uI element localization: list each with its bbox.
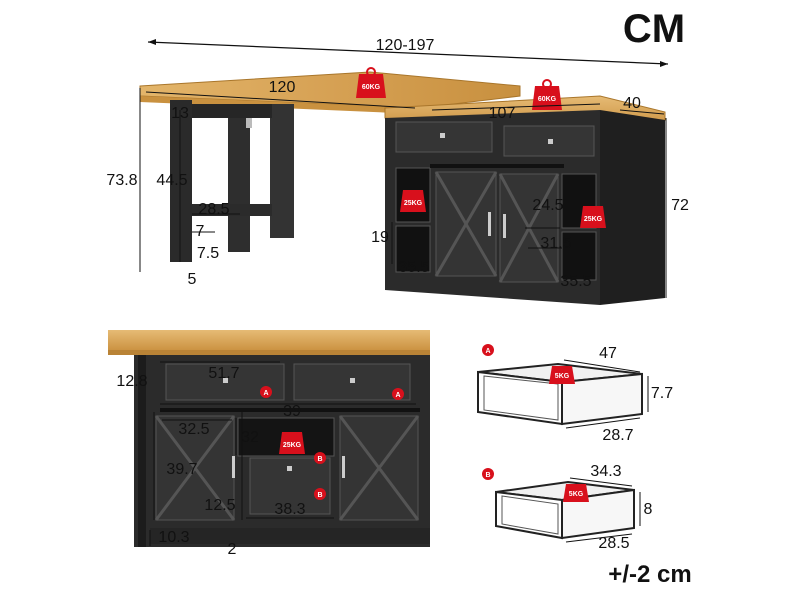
door-w-label: 32.5: [178, 421, 209, 438]
front-dimension-lines: [149, 361, 416, 546]
tolerance-label: +/-2 cm: [608, 561, 691, 588]
foot-bottom-label: 5: [188, 271, 197, 288]
total-width-dimension: 120-197: [147, 37, 669, 67]
shelf-right-label: 25KG: [584, 216, 603, 223]
svg-text:A: A: [395, 392, 400, 399]
foot-height-label: 7.5: [197, 245, 219, 262]
leg-spacing-label: 28.5: [198, 201, 229, 218]
cabinet-width-label: 107: [489, 105, 516, 122]
top-width-label: 120: [269, 79, 296, 96]
drawer-a-marker: A: [485, 348, 490, 355]
middle-depth-label: 32: [241, 429, 259, 446]
cabinet-front-view: [108, 330, 430, 547]
middle-load-label: 25KG: [283, 442, 302, 449]
marker-b-top: B: [314, 452, 326, 464]
leg-height-label: 44.5: [156, 172, 187, 189]
cabinet-depth-label: 40: [623, 95, 641, 112]
svg-text:A: A: [263, 390, 268, 397]
shelf-inner-w-label: 31.5: [540, 235, 571, 252]
cabinet-top-load-badge: 60KG: [532, 79, 562, 110]
cabinet-top-load-label: 60KG: [538, 96, 557, 103]
top-load-label: 60KG: [362, 84, 381, 91]
drawer-b-diagram: B 5KG 34.3 8 28.5: [482, 463, 653, 552]
drawer-a-w-label: 47: [599, 345, 617, 362]
unit-label: CM: [623, 7, 685, 51]
cabinet-height-label: 72: [671, 197, 689, 214]
drawer-b-d-label: 28.5: [598, 535, 629, 552]
total-width-label: 120-197: [376, 37, 435, 54]
middle-load-badge: 25KG: [279, 432, 305, 454]
svg-text:B: B: [317, 456, 322, 463]
middle-w-label: 39: [283, 403, 301, 420]
shelf-left-badge: 25KG: [400, 190, 426, 212]
small-drawer-w-label: 38.3: [274, 501, 305, 518]
small-drawer-h-label: 12.5: [204, 497, 235, 514]
drawer-a-h-label: 7.7: [651, 385, 673, 402]
top-load-badge: 60KG: [356, 67, 386, 98]
leg-lower-gap-label: 7: [196, 223, 205, 240]
base-h-label: 10.3: [158, 529, 189, 546]
marker-a-left: A: [260, 386, 272, 398]
drawer-a-diagram: A 5KG 47 7.7 28.7: [477, 344, 673, 444]
shelf-depth-right-label: 35.5: [560, 273, 591, 290]
shelf-depth-left-label: 35.5: [398, 259, 429, 276]
shelf-left-label: 25KG: [404, 200, 423, 207]
shelf-inner-h-label: 24.5: [532, 197, 563, 214]
drawer-a-d-label: 28.7: [602, 427, 633, 444]
drawer-a-load-label: 5KG: [555, 373, 570, 380]
drawer-b-h-label: 8: [644, 501, 653, 518]
marker-a-right: A: [392, 388, 404, 400]
shelf-height-label: 19: [371, 229, 389, 246]
shelf-right-badge: 25KG: [580, 206, 606, 228]
door-h-label: 39.7: [166, 461, 197, 478]
drawer-b-load-label: 5KG: [569, 491, 584, 498]
top-dimension-lines: [139, 88, 667, 298]
marker-b-bottom: B: [314, 488, 326, 500]
thickness-label: 13: [171, 105, 189, 122]
drawer-front-w-label: 51.7: [208, 365, 239, 382]
drawer-b-marker: B: [485, 472, 490, 479]
base-gap-label: 2: [228, 541, 237, 558]
desk-height-label: 73.8: [106, 172, 137, 189]
drawer-row-h-label: 12.8: [116, 373, 147, 390]
drawer-b-w-label: 34.3: [590, 463, 621, 480]
svg-text:B: B: [317, 492, 322, 499]
